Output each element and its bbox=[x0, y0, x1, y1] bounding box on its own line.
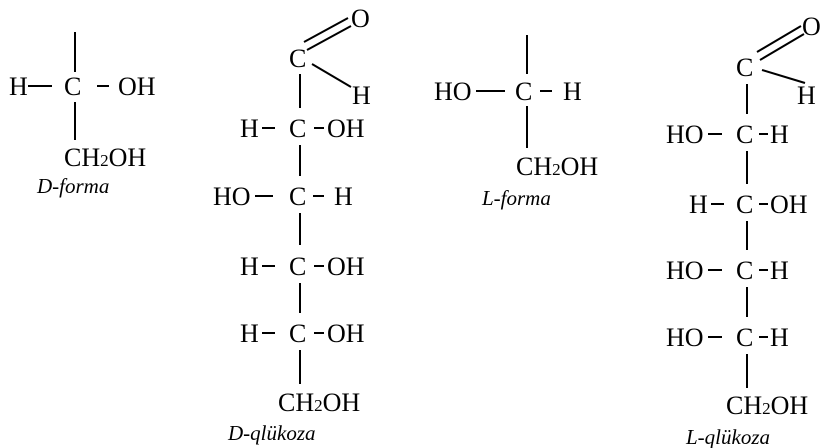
d-glucose-row-c5: H C OH bbox=[240, 319, 365, 348]
d-glucose-c1: C bbox=[289, 44, 306, 73]
l-form-structure: HO C H CH2OH L-forma bbox=[434, 35, 598, 210]
d-glucose-c3-h: H bbox=[334, 182, 353, 211]
d-glucose-c4-oh: OH bbox=[327, 252, 365, 281]
l-glucose-c4-h: H bbox=[770, 256, 789, 285]
l-glucose-row-c3: H C OH bbox=[689, 190, 808, 219]
d-glucose-row-c2: H C OH bbox=[240, 114, 365, 143]
l-glucose-c5-ho: HO bbox=[666, 323, 704, 352]
d-glucose-c2-h: H bbox=[240, 114, 259, 143]
d-glucose-c3-c: C bbox=[289, 182, 306, 211]
d-form-c: C bbox=[64, 72, 81, 101]
d-glucose-c4-c: C bbox=[289, 252, 306, 281]
l-form-c: C bbox=[515, 77, 532, 106]
l-glucose-c2-ho: HO bbox=[666, 120, 704, 149]
l-glucose-c2-c: C bbox=[736, 120, 753, 149]
l-glucose-c3-c: C bbox=[736, 190, 753, 219]
d-glucose-structure: O C H H C OH HO C H H C OH bbox=[213, 4, 371, 445]
d-form-structure: H C OH CH2OH D-forma bbox=[9, 32, 156, 198]
l-form-h: H bbox=[563, 77, 582, 106]
d-glucose-c5-h: H bbox=[240, 319, 259, 348]
l-glucose-c2-h: H bbox=[770, 120, 789, 149]
l-glucose-row-c4: HO C H bbox=[666, 256, 789, 285]
l-glucose-ch2oh: CH2OH bbox=[726, 391, 808, 420]
l-glucose-c5-h: H bbox=[770, 323, 789, 352]
l-glucose-row-c2: HO C H bbox=[666, 120, 789, 149]
l-form-caption: L-forma bbox=[481, 186, 551, 210]
d-glucose-c2-oh: OH bbox=[327, 114, 365, 143]
d-glucose-aldehyde-h-bond bbox=[311, 63, 352, 88]
l-glucose-double-bond bbox=[756, 25, 805, 61]
l-glucose-c1: C bbox=[736, 53, 753, 82]
d-glucose-row-c3: HO C H bbox=[213, 182, 353, 211]
l-glucose-c4-c: C bbox=[736, 256, 753, 285]
d-form-h: H bbox=[9, 72, 28, 101]
l-glucose-c4-ho: HO bbox=[666, 256, 704, 285]
d-glucose-ch2oh: CH2OH bbox=[278, 388, 360, 417]
d-glucose-c4-h: H bbox=[240, 252, 259, 281]
l-glucose-c3-oh: OH bbox=[770, 190, 808, 219]
d-form-ch2oh: CH2OH bbox=[64, 143, 146, 172]
d-glucose-aldehyde-h: H bbox=[352, 81, 371, 110]
d-glucose-caption: D-qlükoza bbox=[227, 421, 316, 445]
d-form-oh: OH bbox=[118, 72, 156, 101]
l-form-ch2oh: CH2OH bbox=[516, 152, 598, 181]
d-glucose-aldehyde-o: O bbox=[351, 4, 370, 33]
d-glucose-row-c4: H C OH bbox=[240, 252, 365, 281]
l-glucose-row-c5: HO C H bbox=[666, 323, 789, 352]
l-glucose-c5-c: C bbox=[736, 323, 753, 352]
l-glucose-aldehyde-h: H bbox=[797, 81, 816, 110]
d-form-caption: D-forma bbox=[36, 174, 109, 198]
d-glucose-c3-ho: HO bbox=[213, 182, 251, 211]
l-glucose-structure: O C H HO C H H C OH HO C H bbox=[666, 12, 821, 448]
l-glucose-caption: L-qlükoza bbox=[685, 425, 770, 448]
l-glucose-c3-h: H bbox=[689, 190, 708, 219]
l-glucose-aldehyde-h-bond bbox=[761, 69, 806, 84]
d-glucose-c2-c: C bbox=[289, 114, 306, 143]
l-form-ho: HO bbox=[434, 77, 472, 106]
d-glucose-double-bond bbox=[303, 17, 352, 51]
l-glucose-aldehyde-o: O bbox=[802, 12, 821, 41]
d-glucose-c5-c: C bbox=[289, 319, 306, 348]
d-glucose-c5-oh: OH bbox=[327, 319, 365, 348]
